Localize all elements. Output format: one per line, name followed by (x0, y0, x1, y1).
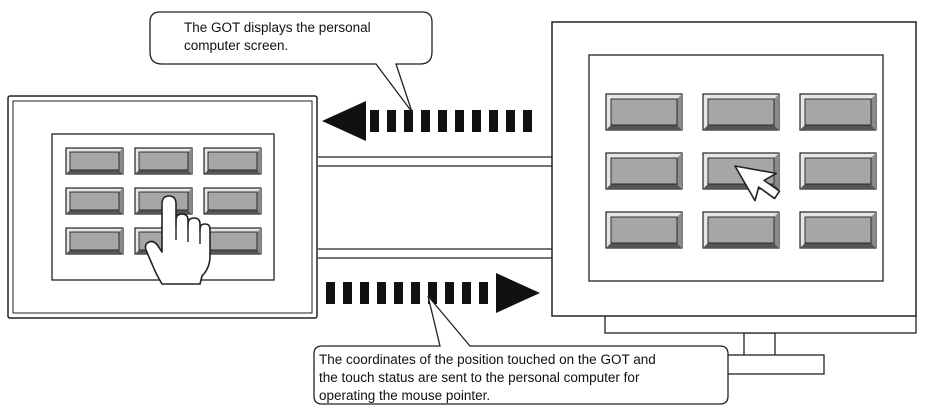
arrow-to-got-segment (455, 110, 464, 132)
callout-top-text: The GOT displays the personal computer s… (184, 20, 371, 53)
callout-bottom-bubble (313, 295, 729, 405)
got-button (65, 147, 124, 175)
mouse-pointer-icon (734, 165, 781, 202)
arrow-to-pc-segment (377, 282, 386, 304)
arrow-to-got-segment (404, 110, 413, 132)
arrow-to-got-segment (421, 110, 430, 132)
pc-monitor (551, 21, 917, 375)
callout-top-bubble (149, 11, 433, 113)
pc-button (605, 93, 683, 131)
got-button (65, 227, 124, 255)
arrow-to-got-segment (523, 110, 532, 132)
arrow-to-pc-segment (394, 282, 403, 304)
cable-upper (318, 156, 552, 167)
got-button-grid (65, 147, 262, 255)
callout-bottom-text: The coordinates of the position touched … (319, 352, 656, 403)
arrow-to-pc-segment (479, 282, 488, 304)
arrow-to-pc-segment (411, 282, 420, 304)
arrow-to-got-segment (506, 110, 515, 132)
pc-button (799, 211, 877, 249)
arrow-to-got-segment (370, 110, 379, 132)
pc-button (702, 211, 780, 249)
got-button (65, 187, 124, 215)
arrow-to-got-segment (438, 110, 447, 132)
arrow-to-pc-segment (462, 282, 471, 304)
arrow-to-got (322, 101, 532, 141)
got-button (134, 147, 193, 175)
arrow-to-got-head (322, 101, 366, 141)
arrow-to-pc (326, 273, 540, 313)
arrow-to-pc-segment (343, 282, 352, 304)
got-button (203, 227, 262, 255)
pc-button (702, 93, 780, 131)
cable-lower (318, 248, 552, 259)
pc-button (605, 211, 683, 249)
arrow-to-pc-segment (428, 282, 437, 304)
pc-button-grid (605, 93, 877, 249)
arrow-to-pc-head (496, 273, 540, 313)
arrow-to-pc-segment (445, 282, 454, 304)
arrow-to-got-segment (489, 110, 498, 132)
arrow-to-got-segment (387, 110, 396, 132)
got-button (203, 147, 262, 175)
monitor-stand (604, 314, 917, 334)
pc-button (605, 152, 683, 190)
arrow-to-got-segment (472, 110, 481, 132)
touch-hand-icon (144, 195, 211, 285)
monitor-base (717, 354, 825, 375)
arrow-to-pc-segment (326, 282, 335, 304)
arrow-to-pc-segment (360, 282, 369, 304)
pc-button (799, 152, 877, 190)
pc-button (799, 93, 877, 131)
got-button (203, 187, 262, 215)
